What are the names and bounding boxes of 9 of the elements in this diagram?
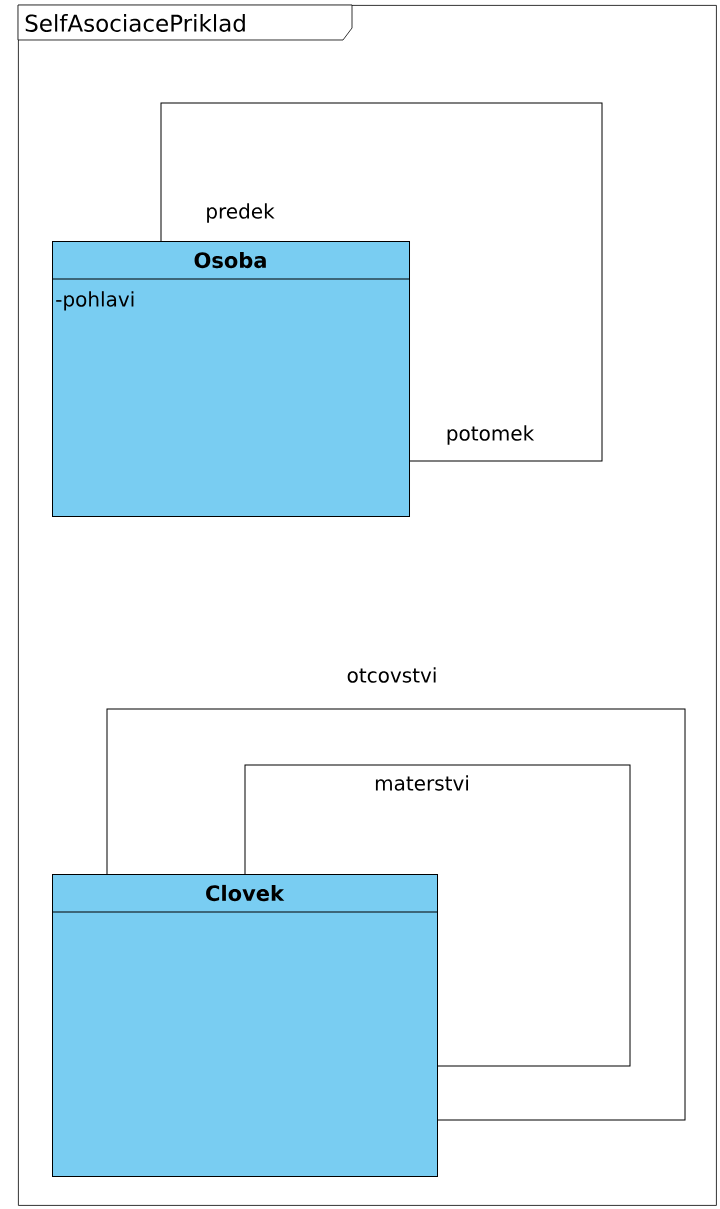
edge-label: otcovstvi: [345, 666, 439, 684]
association-line: [244, 764, 631, 1067]
role-label: potomek: [447, 425, 535, 445]
association-line: [160, 102, 603, 462]
edge-label: materstvi: [373, 774, 471, 792]
class-box: Clovek: [51, 874, 438, 1177]
role-label: predek: [207, 203, 275, 223]
association-line: [106, 708, 686, 1121]
class-box: Osoba -pohlavi: [51, 241, 410, 517]
